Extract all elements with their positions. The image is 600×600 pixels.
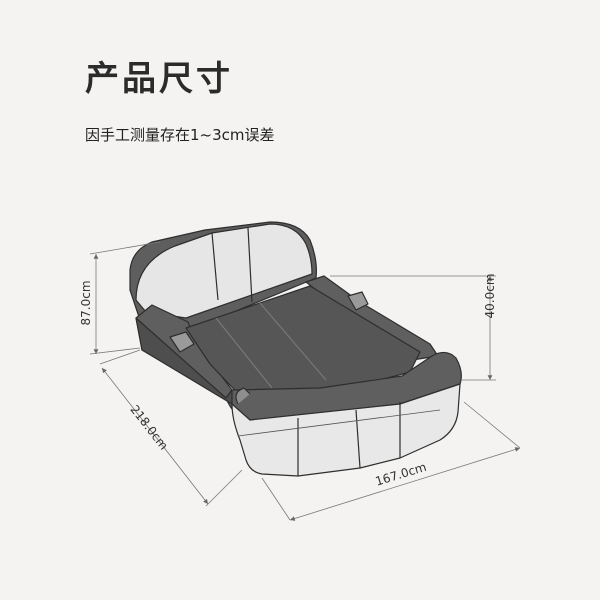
length-label: 218.0cm (127, 402, 170, 452)
width-label: 167.0cm (374, 460, 428, 489)
headboard-front (135, 223, 313, 319)
bed-illustration (129, 221, 462, 477)
left-side-body (135, 317, 233, 405)
rail-height-label: 40.0cm (483, 273, 497, 318)
page-title: 产品尺寸 (85, 59, 233, 99)
page-subtitle: 因手工测量存在1~3cm误差 (85, 126, 275, 144)
dimension-lines (89, 241, 521, 521)
height-total-label: 87.0cm (79, 280, 93, 325)
